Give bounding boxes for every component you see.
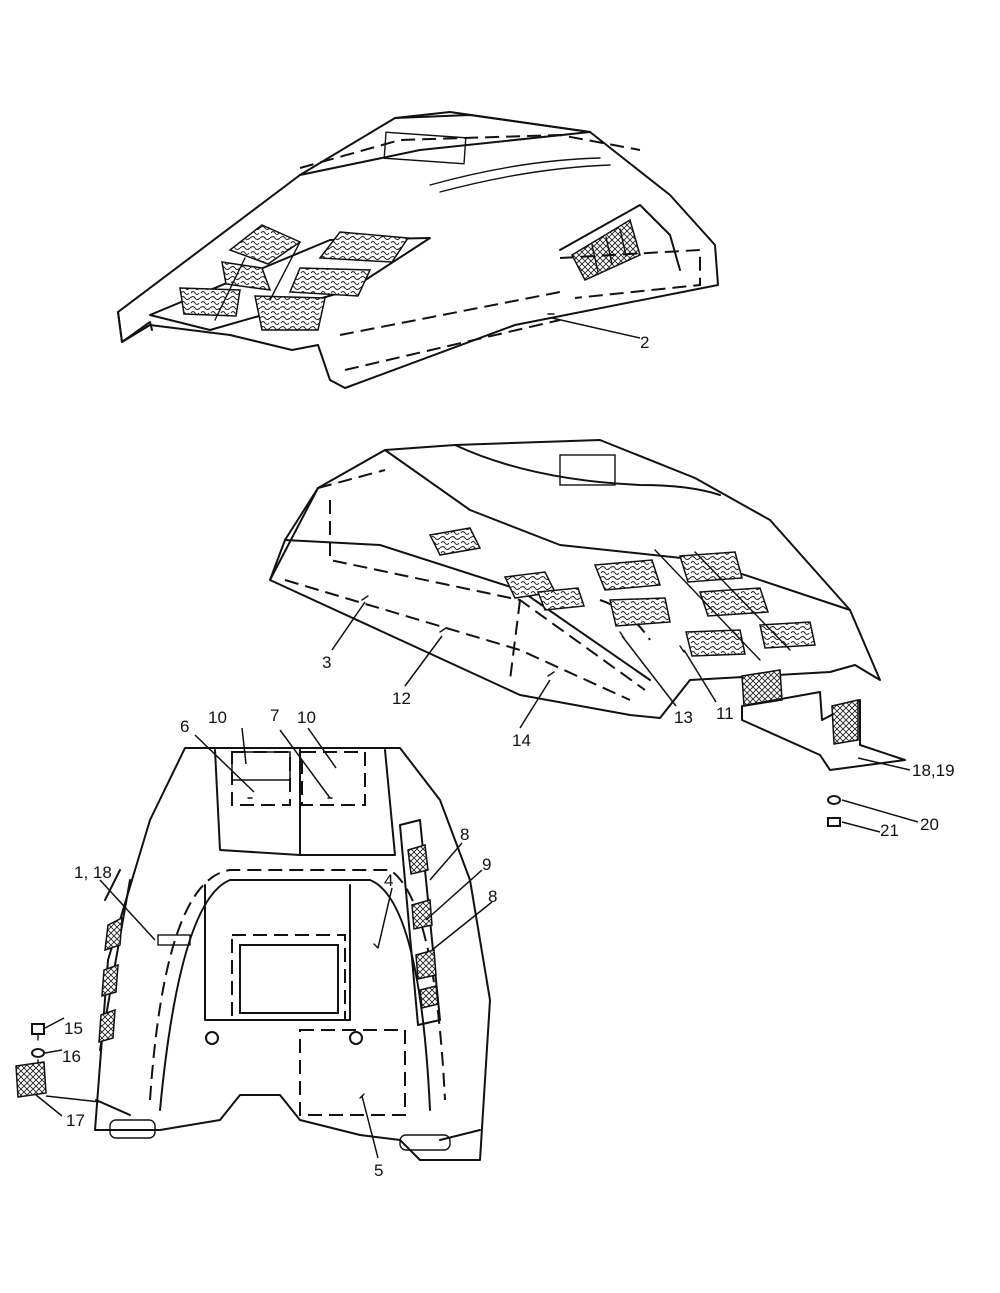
callout-20: 20 — [920, 815, 939, 834]
screw — [31, 1023, 45, 1041]
leader-15 — [44, 1017, 65, 1029]
callout-6: 6 — [180, 717, 189, 736]
leader-4 — [377, 887, 393, 949]
leader-9 — [425, 869, 483, 921]
washer — [827, 795, 841, 805]
callout-16: 16 — [62, 1047, 81, 1066]
callout-10b: 10 — [297, 708, 316, 727]
leader-8b — [431, 901, 493, 951]
leader-10b — [307, 727, 337, 769]
callout-9: 9 — [482, 855, 491, 874]
callout-3: 3 — [322, 653, 331, 672]
leader-21 — [841, 821, 881, 833]
hood-underside-view — [94, 747, 491, 1161]
bolt — [827, 817, 841, 827]
callout-14: 14 — [512, 731, 531, 750]
leader-11 — [683, 649, 717, 703]
leader-1-18 — [99, 879, 156, 941]
leader-6 — [194, 734, 255, 793]
callout-17: 17 — [66, 1111, 85, 1130]
leader-10a — [241, 727, 247, 765]
callout-8a: 8 — [460, 825, 469, 844]
callout-12: 12 — [392, 689, 411, 708]
leader-18-19 — [857, 757, 911, 771]
leader-12 — [404, 635, 443, 687]
callout-18-19: 18,19 — [912, 761, 955, 780]
leader-14 — [519, 679, 551, 729]
leader-17b — [45, 1095, 101, 1103]
callout-4: 4 — [384, 871, 393, 890]
callout-1-18: 1, 18 — [74, 863, 112, 882]
leader-16 — [44, 1049, 63, 1054]
mounting-bracket — [741, 669, 906, 771]
callout-13: 13 — [674, 708, 693, 727]
leader-3 — [331, 601, 366, 651]
screen-filter — [15, 1061, 47, 1098]
hood-side-view — [269, 439, 881, 719]
leader-7 — [279, 729, 331, 799]
leader-17 — [35, 1094, 63, 1117]
callout-21: 21 — [880, 821, 899, 840]
leader-20 — [841, 799, 919, 823]
leader-5 — [361, 1095, 379, 1159]
leader-2 — [551, 317, 641, 339]
leader-13 — [621, 635, 677, 707]
callout-8b: 8 — [488, 887, 497, 906]
callout-11: 11 — [716, 704, 734, 723]
callout-15: 15 — [64, 1019, 83, 1038]
callout-5: 5 — [374, 1161, 383, 1180]
callout-7: 7 — [270, 706, 279, 725]
hood-top-view — [117, 111, 719, 389]
leader-8a — [429, 842, 463, 881]
callout-2: 2 — [640, 333, 649, 352]
callout-10a: 10 — [208, 708, 227, 727]
